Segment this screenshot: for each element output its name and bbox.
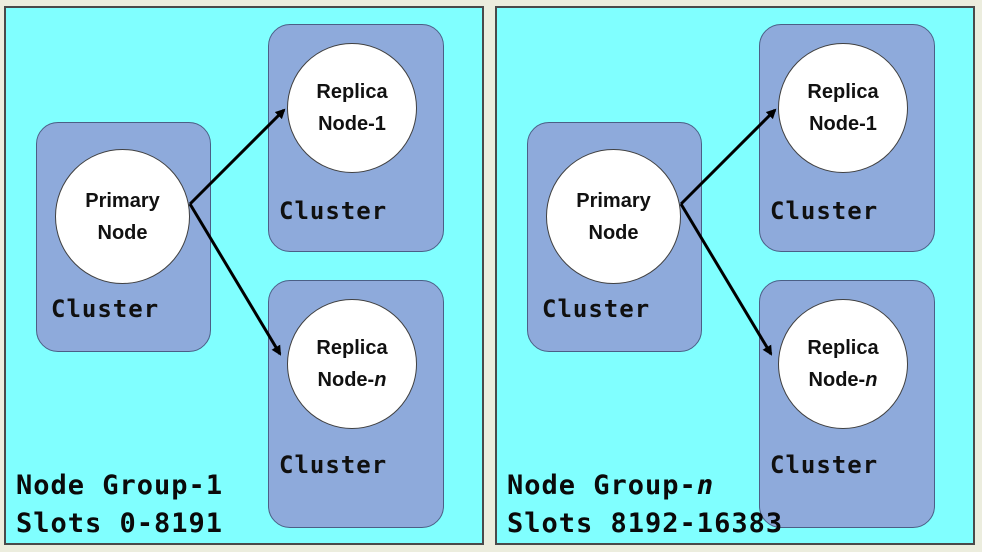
replica-n-cluster: Replica Node-n Cluster — [268, 280, 444, 528]
replica-node-1-suffix: 1 — [865, 113, 877, 135]
cluster-label: Cluster — [279, 451, 388, 479]
cluster-label: Cluster — [51, 295, 160, 323]
primary-node-line1: Primary — [85, 189, 160, 212]
replica-1-cluster: Replica Node-1 Cluster — [268, 24, 444, 252]
slot-range: Slots 0-8191 — [16, 508, 224, 539]
cluster-label: Cluster — [770, 451, 879, 479]
replica-node-1-line1: Replica — [807, 81, 879, 103]
replica-node-n: Replica Node-n — [287, 299, 417, 429]
primary-node-line1: Primary — [576, 189, 651, 212]
primary-node-line2: Node — [588, 221, 639, 244]
replica-node-n-line2: Node-n — [318, 364, 387, 396]
replica-node-1: Replica Node-1 — [778, 43, 908, 173]
replica-1-cluster: Replica Node-1 Cluster — [759, 24, 935, 252]
primary-node: Primary Node — [546, 149, 681, 284]
node-group-name-prefix: Node Group- — [16, 470, 206, 501]
replica-node-n-prefix: Node- — [808, 369, 866, 391]
replica-n-cluster: Replica Node-n Cluster — [759, 280, 935, 528]
node-group-1: Primary Node Cluster Replica Node-1 Clus… — [4, 6, 484, 545]
replica-node-n-line1: Replica — [316, 337, 388, 359]
replica-node-n-line1: Replica — [807, 337, 879, 359]
node-group-name-prefix: Node Group- — [507, 470, 697, 501]
node-group-name-suffix: 1 — [205, 470, 224, 501]
node-group-n: Primary Node Cluster Replica Node-1 Clus… — [495, 6, 975, 545]
replica-node-1-line2: Node-1 — [318, 108, 386, 140]
replica-node-n-suffix: n — [865, 369, 878, 391]
replica-node-1-prefix: Node- — [809, 113, 866, 135]
replica-node-n-line2: Node-n — [809, 364, 878, 396]
replica-node-n: Replica Node-n — [778, 299, 908, 429]
replica-node-1-prefix: Node- — [318, 113, 375, 135]
replica-node-1: Replica Node-1 — [287, 43, 417, 173]
cluster-label: Cluster — [770, 197, 879, 225]
replica-node-n-prefix: Node- — [317, 369, 375, 391]
primary-cluster: Primary Node Cluster — [527, 122, 702, 352]
slot-range: Slots 8192-16383 — [507, 508, 784, 539]
primary-node-line2: Node — [97, 221, 148, 244]
replica-node-1-line2: Node-1 — [809, 108, 877, 140]
primary-cluster: Primary Node Cluster — [36, 122, 211, 352]
cluster-label: Cluster — [542, 295, 651, 323]
replica-node-n-suffix: n — [374, 369, 387, 391]
node-group-name-suffix: n — [696, 470, 715, 501]
replica-node-1-line1: Replica — [316, 81, 388, 103]
node-group-name: Node Group-1 — [16, 470, 223, 501]
replica-node-1-suffix: 1 — [374, 113, 386, 135]
primary-node: Primary Node — [55, 149, 190, 284]
cluster-label: Cluster — [279, 197, 388, 225]
node-group-name: Node Group-n — [507, 470, 714, 501]
